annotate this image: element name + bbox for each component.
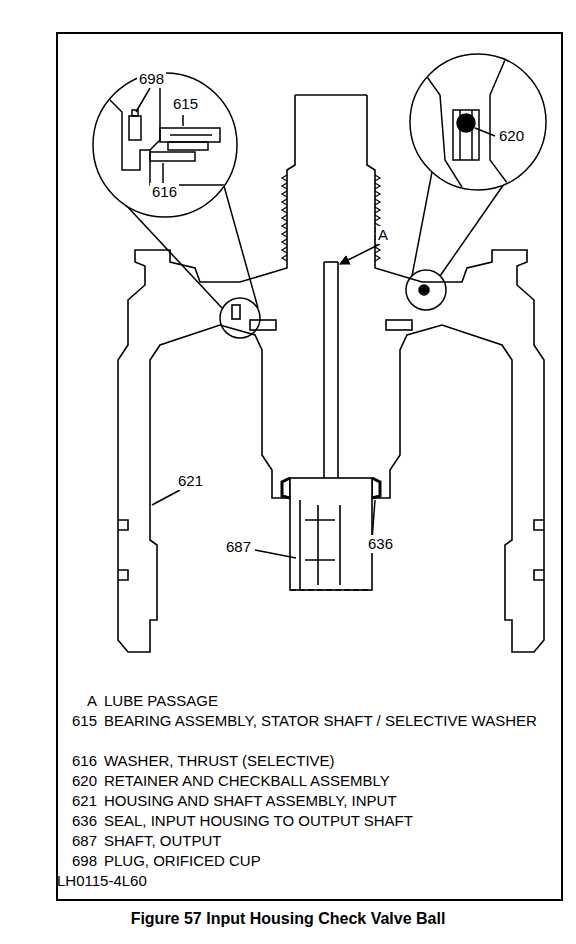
- legend-code: 636: [57, 812, 97, 830]
- legend-text: SEAL, INPUT HOUSING TO OUTPUT SHAFT: [104, 812, 544, 830]
- legend-text: BEARING ASSEMBLY, STATOR SHAFT / SELECTI…: [104, 712, 544, 730]
- callout-number: 636: [366, 535, 395, 553]
- legend-code: 687: [57, 832, 97, 850]
- legend-code: A: [57, 692, 97, 710]
- callout-number: 620: [497, 127, 526, 145]
- legend-text: HOUSING AND SHAFT ASSEMBLY, INPUT: [104, 792, 544, 810]
- callout-number: 615: [171, 95, 200, 113]
- shaft-splines: [282, 175, 380, 261]
- legend-text: LUBE PASSAGE: [104, 692, 544, 710]
- legend-text: PLUG, ORIFICED CUP: [104, 852, 544, 870]
- legend-code: 616: [57, 752, 97, 770]
- callout-number: 616: [150, 183, 179, 201]
- legend-code: 621: [57, 792, 97, 810]
- legend-code: 698: [57, 852, 97, 870]
- legend-code: LH0115-4L60: [57, 872, 97, 890]
- legend-text: WASHER, THRUST (SELECTIVE): [104, 752, 544, 770]
- callout-letter: A: [376, 226, 390, 244]
- figure-caption: Figure 57 Input Housing Check Valve Ball: [0, 910, 576, 928]
- legend-text: SHAFT, OUTPUT: [104, 832, 544, 850]
- callout-number: 698: [137, 70, 166, 88]
- detail-callouts: [93, 54, 546, 558]
- legend-text: RETAINER AND CHECKBALL ASSEMBLY: [104, 772, 544, 790]
- legend-code: 615: [57, 712, 97, 730]
- callout-number: 687: [224, 538, 253, 556]
- legend-code: 620: [57, 772, 97, 790]
- figure-frame: [57, 33, 562, 900]
- callout-number: 621: [176, 472, 205, 490]
